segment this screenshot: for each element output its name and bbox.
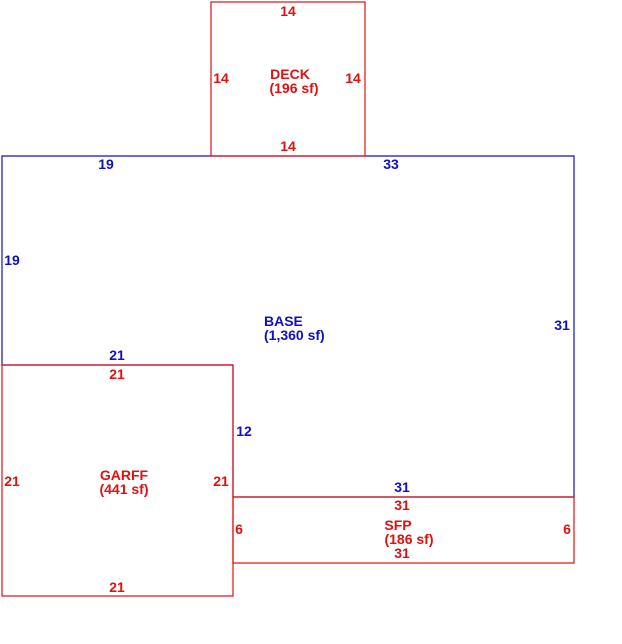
deck-dim-right: 14 <box>345 70 361 86</box>
base-area: (1,360 sf) <box>264 327 325 343</box>
base-labels: 19 33 19 31 21 12 31 BASE (1,360 sf) <box>4 156 570 495</box>
deck-dim-bottom: 14 <box>280 138 296 154</box>
base-dim-bottom: 31 <box>394 479 410 495</box>
garff-dim-right: 21 <box>213 473 229 489</box>
deck-area: (196 sf) <box>269 80 318 96</box>
sfp-dim-left: 6 <box>235 521 243 537</box>
garff-area: (441 sf) <box>99 481 148 497</box>
base-dim-step-side: 12 <box>236 423 252 439</box>
deck-labels: 14 14 14 14 DECK (196 sf) <box>213 3 361 154</box>
base-dim-left: 19 <box>4 252 20 268</box>
deck-name: DECK <box>270 66 310 82</box>
base-dim-top-right: 33 <box>383 156 399 172</box>
garff-dim-bottom: 21 <box>109 579 125 595</box>
deck-outline <box>210 1 366 157</box>
base-dim-step-top: 21 <box>109 347 125 363</box>
garff-outline <box>1 364 234 597</box>
sfp-dim-top: 31 <box>394 497 410 513</box>
sfp-dim-right: 6 <box>563 521 571 537</box>
garff-dim-top: 21 <box>109 366 125 382</box>
garff-name: GARFF <box>100 467 149 483</box>
garff-labels: 21 21 21 21 GARFF (441 sf) <box>4 366 229 595</box>
sfp-outline <box>232 496 575 564</box>
sfp-dim-bottom: 31 <box>394 545 410 561</box>
deck-dim-top: 14 <box>280 3 296 19</box>
base-name: BASE <box>264 313 303 329</box>
sfp-labels: 31 6 6 31 SFP (186 sf) <box>235 497 571 561</box>
deck-dim-left: 14 <box>213 70 229 86</box>
base-dim-top-left: 19 <box>98 156 114 172</box>
sfp-name: SFP <box>384 517 411 533</box>
sfp-area: (186 sf) <box>384 531 433 547</box>
base-dim-right: 31 <box>554 317 570 333</box>
garff-dim-left: 21 <box>4 473 20 489</box>
